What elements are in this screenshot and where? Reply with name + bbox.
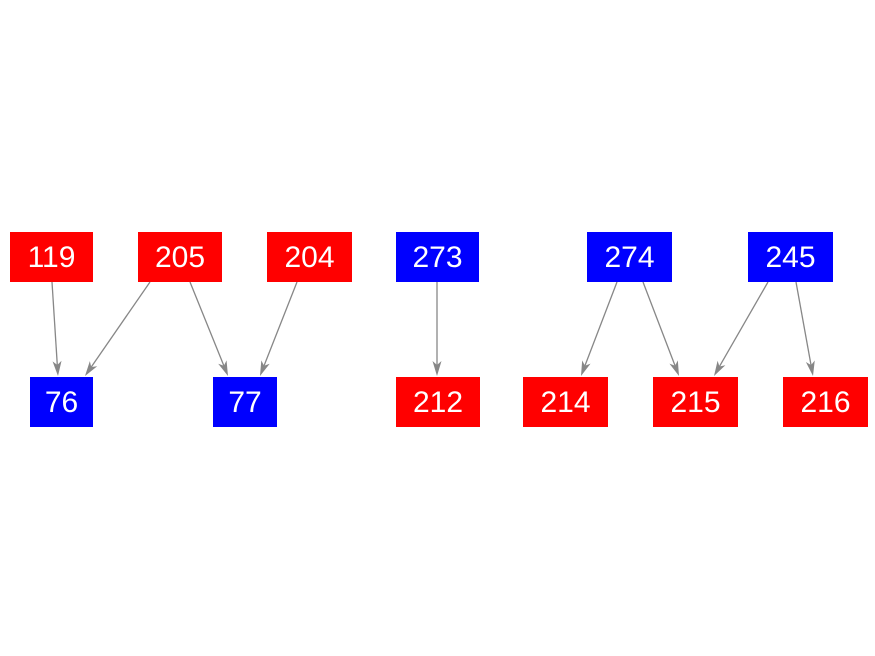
edge-245-215 [718,281,769,367]
graph-node-212: 212 [396,377,480,427]
node-label: 245 [765,241,816,274]
graph-node-273: 273 [396,232,479,282]
graph-node-245: 245 [748,232,833,282]
graph-node-214: 214 [523,377,608,427]
graph-node-215: 215 [653,377,738,427]
node-label: 216 [800,386,851,419]
arrowhead-273-212 [432,361,442,376]
graph-node-216: 216 [783,377,868,427]
node-label: 215 [670,386,721,419]
node-label: 214 [540,386,591,419]
graph-node-204: 204 [267,232,352,282]
graph-node-119: 119 [10,232,93,282]
edge-245-216 [795,281,812,366]
arrowhead-205-76 [85,361,98,376]
arrowhead-245-215 [714,360,726,376]
node-label: 119 [27,241,76,274]
edge-274-214 [584,281,618,366]
arrowhead-274-214 [581,360,591,376]
graph-node-205: 205 [138,232,222,282]
graph-node-274: 274 [587,232,672,282]
node-label: 212 [412,386,464,419]
edge-274-215 [642,281,676,366]
node-label: 204 [284,241,335,274]
arrowhead-205-77 [218,360,228,376]
node-label: 77 [228,386,262,419]
node-label: 274 [604,241,655,274]
graph-node-76: 76 [30,377,93,427]
edge-205-77 [189,281,225,367]
node-label: 76 [44,386,79,419]
node-label: 205 [154,241,206,274]
graph-node-77: 77 [213,377,277,427]
arrowhead-204-77 [260,360,270,376]
edge-119-76 [51,281,58,366]
arrowhead-245-216 [805,360,815,376]
arrowhead-119-76 [52,360,62,376]
node-label: 273 [412,241,463,274]
arrowhead-274-215 [669,360,679,376]
edge-204-77 [263,281,298,367]
edge-205-76 [90,281,151,368]
